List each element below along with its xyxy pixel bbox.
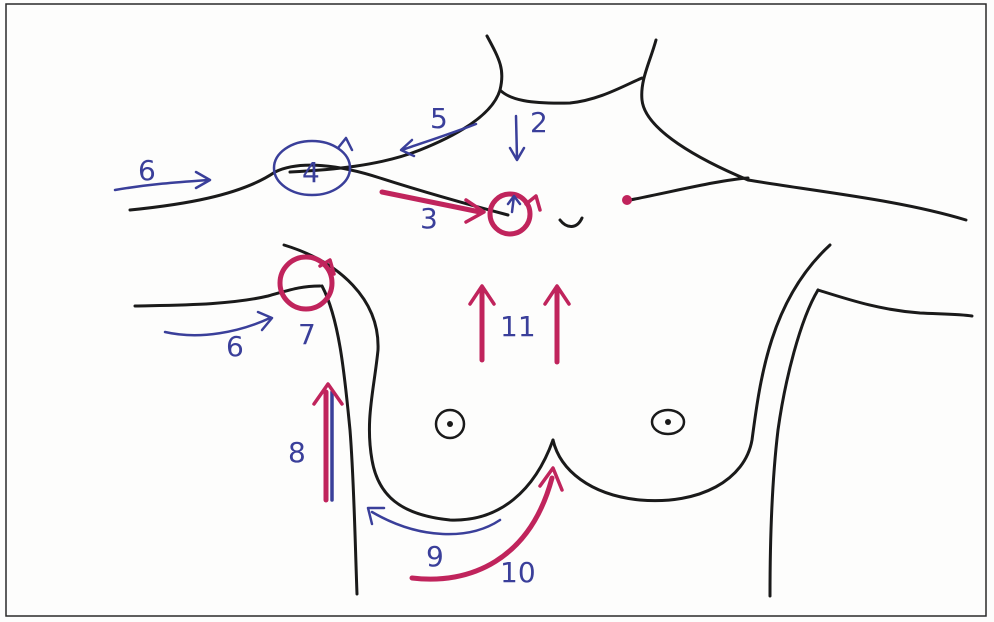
label-3: 3 [420,202,438,235]
label-9: 9 [426,540,444,573]
left-neck-to-shoulder [290,90,500,172]
neck-left-line [487,36,642,103]
label-6-bottom: 6 [226,330,244,363]
right-arm-upper [818,290,972,316]
body-outline [130,36,972,596]
label-11: 11 [500,310,536,343]
label-10: 10 [500,556,536,589]
right-clavicle-line [630,178,748,200]
left-nipple-center [447,421,453,427]
label-7: 7 [298,318,316,351]
circle-4-rotation-arrow [338,138,352,150]
label-6-top: 6 [138,154,156,187]
right-nipple-center [665,419,671,425]
arrow-6-bottom [165,318,270,335]
arrow-6-top [115,180,208,190]
label-8: 8 [288,436,306,469]
right-clavicle-point [622,195,632,205]
red-arrows [280,192,569,579]
label-4: 4 [302,156,320,189]
label-5: 5 [430,102,448,135]
sternal-notch [560,218,582,227]
arrow-2 [516,116,517,158]
neck-right-line [642,40,966,220]
page-border [6,4,986,616]
right-arm-lower [770,290,818,596]
label-2: 2 [530,106,548,139]
